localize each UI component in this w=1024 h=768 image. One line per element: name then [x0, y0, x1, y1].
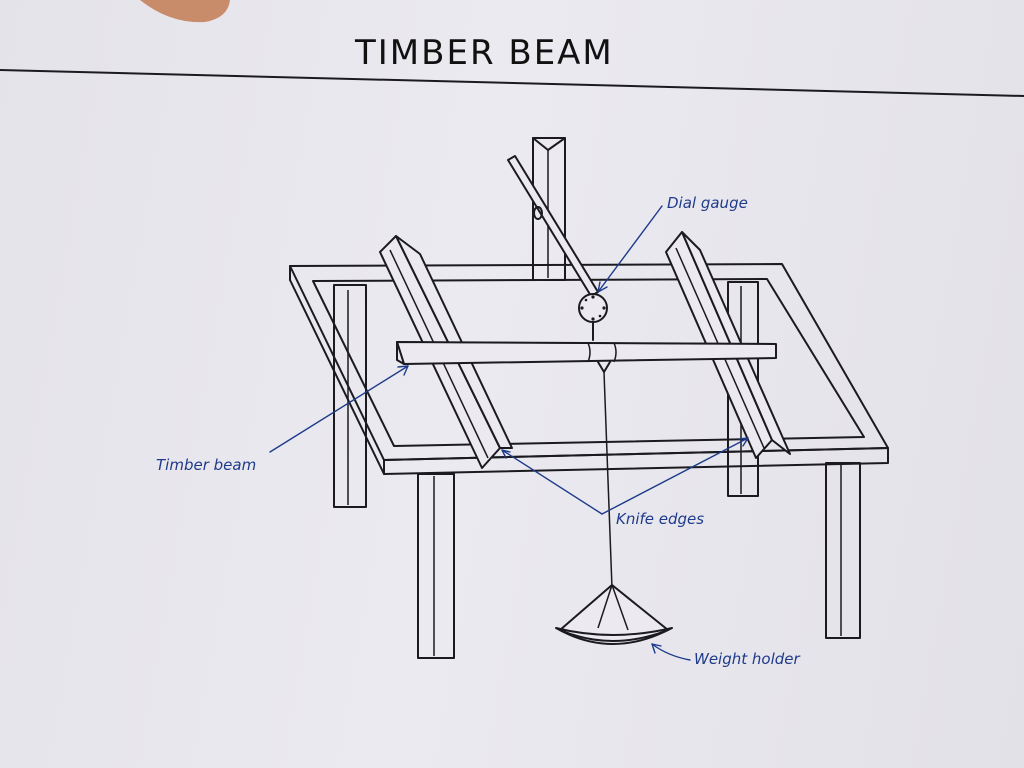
front-legs	[417, 462, 861, 659]
timber-beam	[396, 341, 777, 373]
annotation-knife-edges: Knife edges	[501, 437, 749, 528]
label-weight-holder: Weight holder	[694, 650, 801, 668]
finger-shape	[140, 0, 230, 23]
hanger-wire	[603, 371, 613, 589]
label-dial-gauge: Dial gauge	[667, 194, 748, 212]
page-title: TIMBER BEAM	[354, 33, 614, 73]
annotation-dial-gauge: Dial gauge	[597, 194, 748, 293]
annotation-weight-holder: Weight holder	[651, 643, 801, 668]
label-timber-beam: Timber beam	[156, 456, 256, 474]
header-divider	[0, 69, 1024, 97]
annotation-timber-beam: Timber beam	[156, 365, 409, 474]
dial-gauge	[578, 293, 608, 341]
label-knife-edges: Knife edges	[616, 510, 704, 528]
weight-holder	[555, 584, 673, 645]
